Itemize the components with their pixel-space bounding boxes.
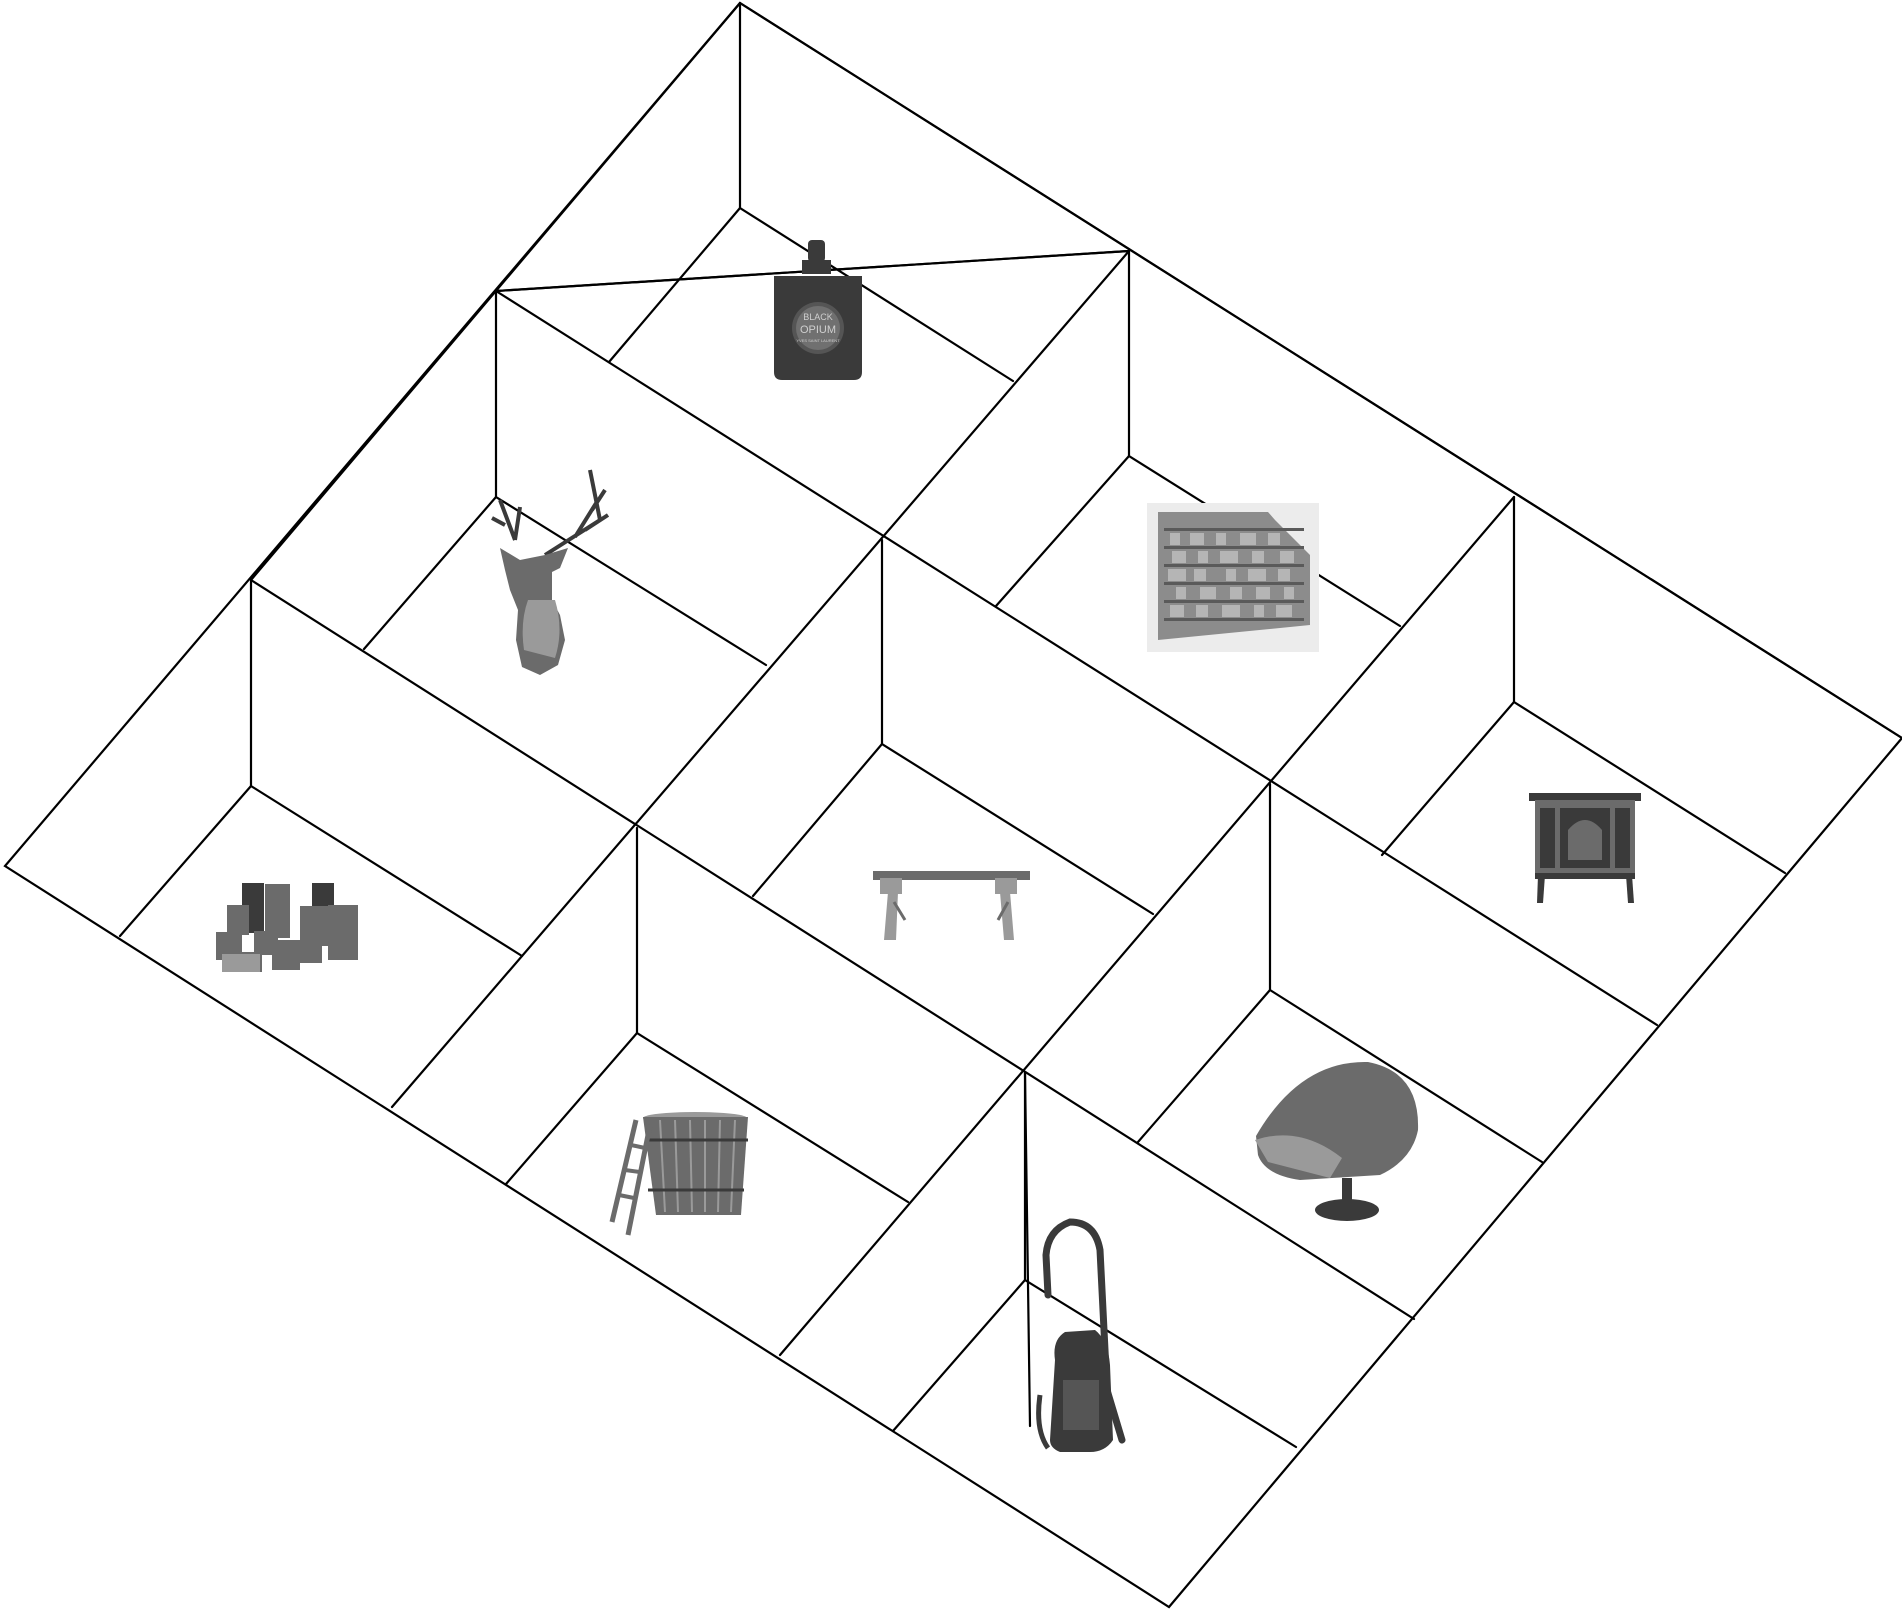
room-1-floor-edge xyxy=(609,208,740,362)
room-9-floor-edge xyxy=(893,1280,1025,1431)
stacked-blocks-icon xyxy=(216,883,358,972)
room-5-walls xyxy=(882,540,1153,914)
deer-head-icon xyxy=(492,470,608,675)
perfume-label-line-2: OPIUM xyxy=(800,324,836,336)
lounge-chair-icon xyxy=(1255,1062,1418,1221)
room-7-floor-edge xyxy=(506,1033,637,1184)
divider-row-3 xyxy=(740,3,1902,738)
room-2-floor-edge xyxy=(364,497,496,649)
perfume-label-line-1: BLACK xyxy=(803,312,833,322)
room-8-floor-edge xyxy=(1138,990,1270,1142)
divider-col-2 xyxy=(392,251,1129,1107)
divider-row-1 xyxy=(496,291,1657,1025)
room-4-walls xyxy=(251,580,522,956)
room-5-floor-edge xyxy=(753,744,882,896)
hot-tub-icon xyxy=(612,1112,748,1235)
wooden-bench-icon xyxy=(873,871,1030,940)
perfume-bottle-icon: BLACK OPIUM YVES SAINT LAURENT xyxy=(774,240,862,380)
room-3-floor-edge xyxy=(996,456,1129,606)
room-6-floor-edge xyxy=(1382,702,1514,855)
vacuum-cleaner-icon xyxy=(1039,1222,1122,1452)
perfume-label-line-3: YVES SAINT LAURENT xyxy=(796,338,840,343)
bookshelf-model-icon xyxy=(1147,503,1319,652)
divider-row-2 xyxy=(251,580,1414,1319)
antique-cabinet-icon xyxy=(1529,793,1641,903)
